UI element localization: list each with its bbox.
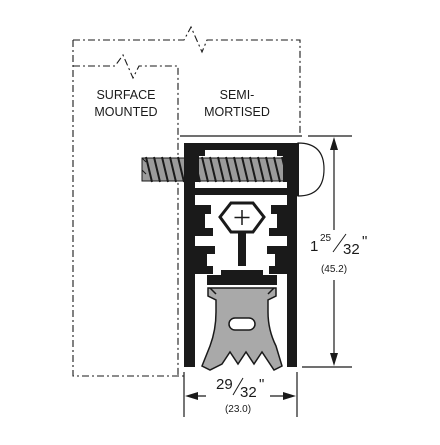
width-unit: " bbox=[259, 376, 264, 393]
label-surface: SURFACE bbox=[96, 88, 155, 102]
height-whole: 1 bbox=[310, 238, 318, 255]
height-unit: " bbox=[362, 233, 367, 250]
label-semi: SEMI- bbox=[220, 88, 255, 102]
aluminum-housing bbox=[184, 143, 297, 367]
height-numerator: 25 bbox=[320, 233, 332, 244]
height-dimension: 1 25 32 " (45.2) bbox=[302, 135, 370, 368]
label-semi-mortised: SEMI- MORTISED bbox=[204, 88, 270, 119]
width-denominator: 32 bbox=[240, 384, 257, 401]
door-outline-semi-mortised bbox=[72, 25, 301, 377]
door-outline-surface-mounted bbox=[73, 53, 179, 376]
height-denominator: 32 bbox=[343, 241, 360, 258]
width-dimension: 29 32 " (23.0) bbox=[183, 372, 298, 417]
label-mortised: MORTISED bbox=[204, 105, 270, 119]
screw-head bbox=[297, 142, 325, 197]
width-numerator: 29 bbox=[216, 376, 233, 393]
width-metric: (23.0) bbox=[225, 404, 251, 415]
label-surface-mounted: SURFACE MOUNTED bbox=[94, 88, 157, 119]
label-mounted: MOUNTED bbox=[94, 105, 157, 119]
adjustment-screw-plus bbox=[234, 210, 250, 225]
neoprene-seal bbox=[201, 287, 283, 371]
height-metric: (45.2) bbox=[321, 264, 347, 275]
seal-slot bbox=[228, 317, 256, 331]
